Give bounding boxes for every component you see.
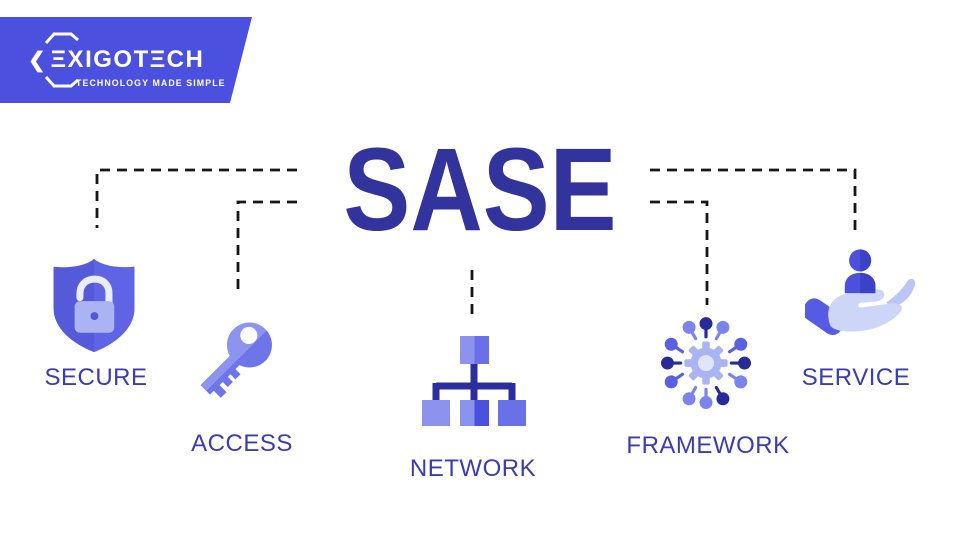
brand-tagline: TECHNOLOGY MADE SIMPLE bbox=[76, 78, 226, 88]
access-label: ACCESS bbox=[191, 430, 293, 457]
hand-person-icon bbox=[805, 249, 916, 336]
logo-top-bracket-icon bbox=[45, 32, 79, 44]
service-label: SERVICE bbox=[801, 364, 911, 391]
network-tree-icon bbox=[422, 336, 526, 426]
secure-label: SECURE bbox=[44, 364, 148, 391]
page-title: SASE bbox=[343, 124, 617, 256]
framework-label: FRAMEWORK bbox=[626, 432, 790, 459]
logo-bottom-bracket-icon bbox=[45, 76, 79, 88]
brand-logo: ❮ ΞXIGOTΞCH bbox=[28, 48, 204, 72]
logo-wordmark: ΞXIGOTΞCH bbox=[50, 46, 205, 73]
gear-hub-icon bbox=[660, 317, 752, 410]
network-label: NETWORK bbox=[409, 455, 537, 482]
key-icon bbox=[200, 322, 272, 398]
brand-banner: ❮ ΞXIGOTΞCH TECHNOLOGY MADE SIMPLE bbox=[0, 17, 252, 103]
shield-lock-icon bbox=[53, 258, 135, 353]
logo-angle-bracket-icon: ❮ bbox=[28, 48, 46, 72]
